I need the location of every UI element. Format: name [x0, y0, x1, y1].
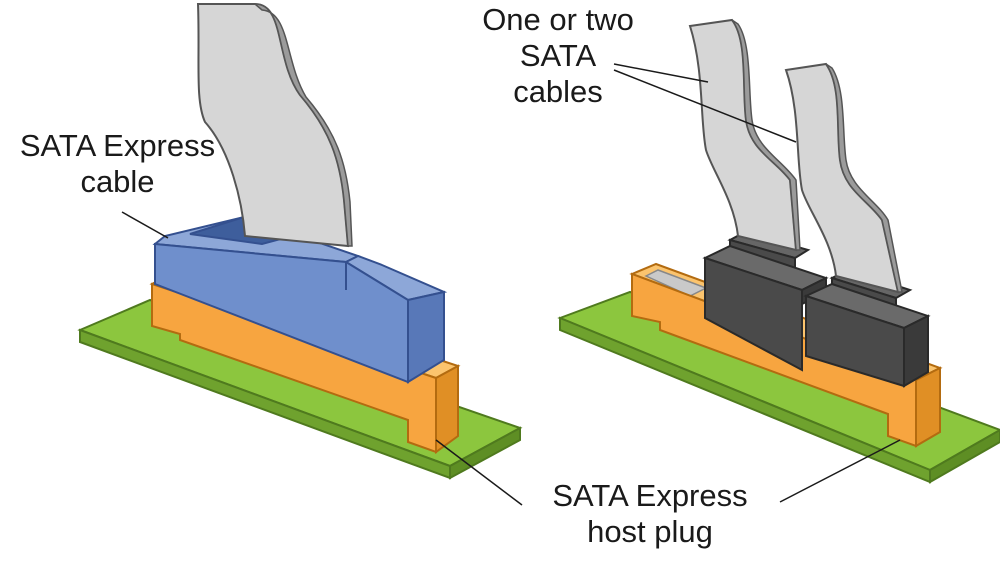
left-assembly: [77, 3, 523, 506]
label-sata-cables: One or two SATA cables: [430, 2, 686, 110]
label-host-plug: SATA Express host plug: [520, 478, 780, 550]
right-assembly: [557, 18, 1000, 503]
right-sata-ribbon-1: [688, 18, 801, 252]
leader-sata-cable-2: [613, 69, 797, 143]
label-sata-express-cable-line2: cable: [80, 164, 155, 199]
right-sata-ribbon-2: [784, 62, 903, 294]
label-host-plug-line1: SATA Express: [552, 478, 748, 513]
leader-host-plug-right: [779, 439, 901, 503]
leader-host-plug-left: [435, 439, 523, 506]
leader-sata-express-cable: [121, 211, 169, 239]
label-host-plug-line2: host plug: [587, 514, 713, 549]
label-sata-cables-line1: One or two: [482, 2, 634, 37]
label-sata-cables-line3: cables: [513, 74, 603, 109]
label-sata-express-cable-line1: SATA Express: [19, 128, 216, 163]
right-sata-connector-1: [702, 230, 829, 372]
left-ribbon-cable: [196, 3, 353, 248]
label-sata-cables-line2: SATA: [519, 38, 597, 73]
leader-sata-cable-1: [613, 63, 709, 83]
label-sata-express-cable: SATA Express cable: [0, 128, 235, 200]
